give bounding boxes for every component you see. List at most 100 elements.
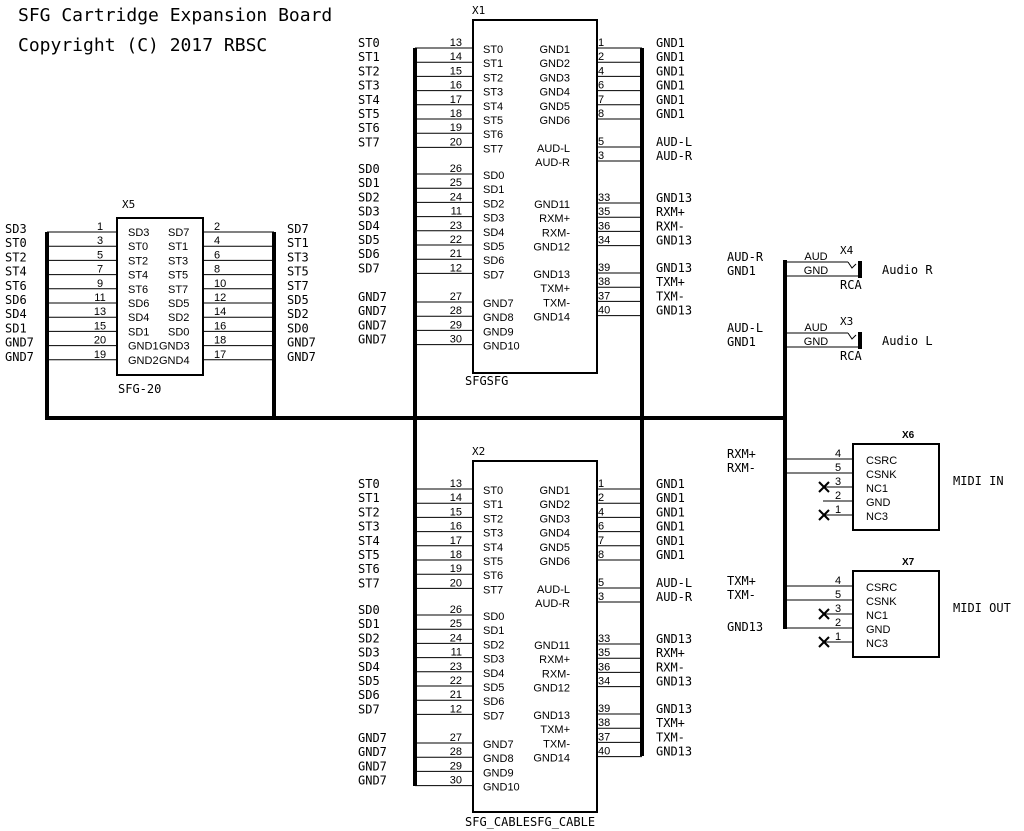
x1-net-label: GND7 [358, 318, 387, 332]
x1-pin-number: 39 [598, 262, 610, 274]
x7-net-label: TXM+ [727, 574, 756, 588]
x2-body [472, 460, 598, 813]
x1-pin-name: ST6 [483, 129, 503, 141]
x2-net-label: ST3 [358, 520, 380, 534]
x5-net-label: ST5 [287, 265, 309, 279]
x4-net-label: AUD-R [727, 250, 764, 264]
x1-net-label: RXM- [656, 219, 685, 233]
x2-net-label: ST2 [358, 505, 380, 519]
x5-net-label: SD6 [5, 293, 27, 307]
x5-pin-number: 17 [214, 349, 226, 361]
x2-net-label: ST6 [358, 562, 380, 576]
x2-net-label: SD4 [358, 660, 380, 674]
x2-pin-name: GND3 [539, 513, 570, 525]
x1-net-label: GND1 [656, 79, 685, 93]
x1-net-label: GND1 [656, 107, 685, 121]
x2-pin-number: 17 [450, 535, 462, 547]
x2-net-label: GND13 [656, 632, 692, 646]
x3-pin-name: GND [804, 336, 829, 348]
x2-pin-name: GND6 [539, 556, 570, 568]
x1-pin-name: RXM- [542, 227, 570, 239]
x4-ref: X4 [840, 244, 854, 257]
x6-net-label: RXM+ [727, 447, 756, 461]
x5-net-label: SD2 [287, 307, 309, 321]
x1-net-label: GND1 [656, 36, 685, 50]
x3-label: Audio L [882, 334, 933, 348]
x7-net-label: TXM- [727, 588, 756, 602]
x5-pin-name: ST1 [168, 241, 188, 253]
x5-pin-number: 8 [214, 264, 220, 276]
x2-ref: X2 [472, 445, 485, 458]
x1-pin-number: 17 [450, 94, 462, 106]
x5-pin-number: 20 [94, 335, 106, 347]
x6-no-connect-mark [818, 481, 830, 493]
x2-pin-name: SD3 [483, 654, 504, 666]
x1-pin-name: GND7 [483, 298, 514, 310]
x2-net-label: AUD-L [656, 576, 692, 590]
x2-pin-number: 5 [598, 577, 604, 589]
x2-pin-number: 8 [598, 549, 604, 561]
x1-net-label: SD0 [358, 162, 380, 176]
x2-pin-number: 23 [450, 661, 462, 673]
x2-pin-number: 20 [450, 577, 462, 589]
x1-net-label: ST5 [358, 107, 380, 121]
x3-net-label: GND1 [727, 335, 756, 349]
x2-pin-number: 29 [450, 760, 462, 772]
x1-pin-name: ST1 [483, 58, 503, 70]
x5-pin-name: SD4 [128, 312, 149, 324]
x1-net-label: GND1 [656, 64, 685, 78]
x2-value: SFG_CABLESFG_CABLE [465, 815, 595, 829]
x2-net-label: GND1 [656, 520, 685, 534]
x1-pin-number: 36 [598, 220, 610, 232]
x1-net-label: GND13 [656, 234, 692, 248]
x5-net-label: SD3 [5, 222, 27, 236]
x2-pin-name: GND2 [539, 499, 570, 511]
x6-pin-name: CSNK [866, 469, 897, 481]
x2-net-label: GND1 [656, 534, 685, 548]
x5-pin-name: GND3 [159, 341, 190, 353]
x1-pin-name: SD5 [483, 241, 504, 253]
x2-pin-name: ST7 [483, 584, 503, 596]
x5-pin-number: 13 [94, 306, 106, 318]
x1-pin-number: 12 [450, 262, 462, 274]
x1-pin-number: 3 [598, 150, 604, 162]
x1-pin-name: GND10 [483, 341, 520, 353]
x2-pin-number: 3 [598, 591, 604, 603]
x2-net-label: GND1 [656, 477, 685, 491]
x5-pin-number: 15 [94, 320, 106, 332]
x1-net-label: SD6 [358, 247, 380, 261]
x2-net-label: GND1 [656, 548, 685, 562]
x5-pin-number: 9 [97, 278, 103, 290]
x1-value: SFGSFG [465, 374, 508, 388]
x2-pin-number: 2 [598, 492, 604, 504]
x5-pin-number: 6 [214, 249, 220, 261]
x2-pin-name: TXM- [543, 738, 570, 750]
x1-pin-name: GND14 [533, 312, 570, 324]
x3-rca-contact [847, 332, 857, 340]
x1-pin-number: 22 [450, 234, 462, 246]
x2-net-label: ST5 [358, 548, 380, 562]
x5-pin-name: SD1 [128, 326, 149, 338]
x2-net-label: GND13 [656, 675, 692, 689]
x2-pin-number: 24 [450, 632, 462, 644]
x2-pin-number: 28 [450, 746, 462, 758]
x2-net-label: SD0 [358, 603, 380, 617]
x5-value: SFG-20 [118, 382, 161, 396]
x1-net-label: GND13 [656, 261, 692, 275]
x4-rca-contact [847, 261, 857, 269]
x2-net-label: RXM- [656, 660, 685, 674]
x7-pin-number: 2 [835, 617, 841, 629]
x1-pin-name: ST0 [483, 44, 503, 56]
x5-pin-name: ST2 [128, 255, 148, 267]
x5-net-label: ST0 [5, 236, 27, 250]
x2-net-label: SD3 [358, 646, 380, 660]
x2-pin-number: 11 [451, 647, 462, 659]
x1-net-label: SD1 [358, 176, 380, 190]
x1-net-label: RXM+ [656, 205, 685, 219]
x1-pin-number: 40 [598, 305, 610, 317]
x1-net-label: ST4 [358, 93, 380, 107]
x5-pin-name: SD5 [168, 298, 189, 310]
x2-pin-name: GND4 [539, 528, 570, 540]
x2-pin-number: 38 [598, 717, 610, 729]
